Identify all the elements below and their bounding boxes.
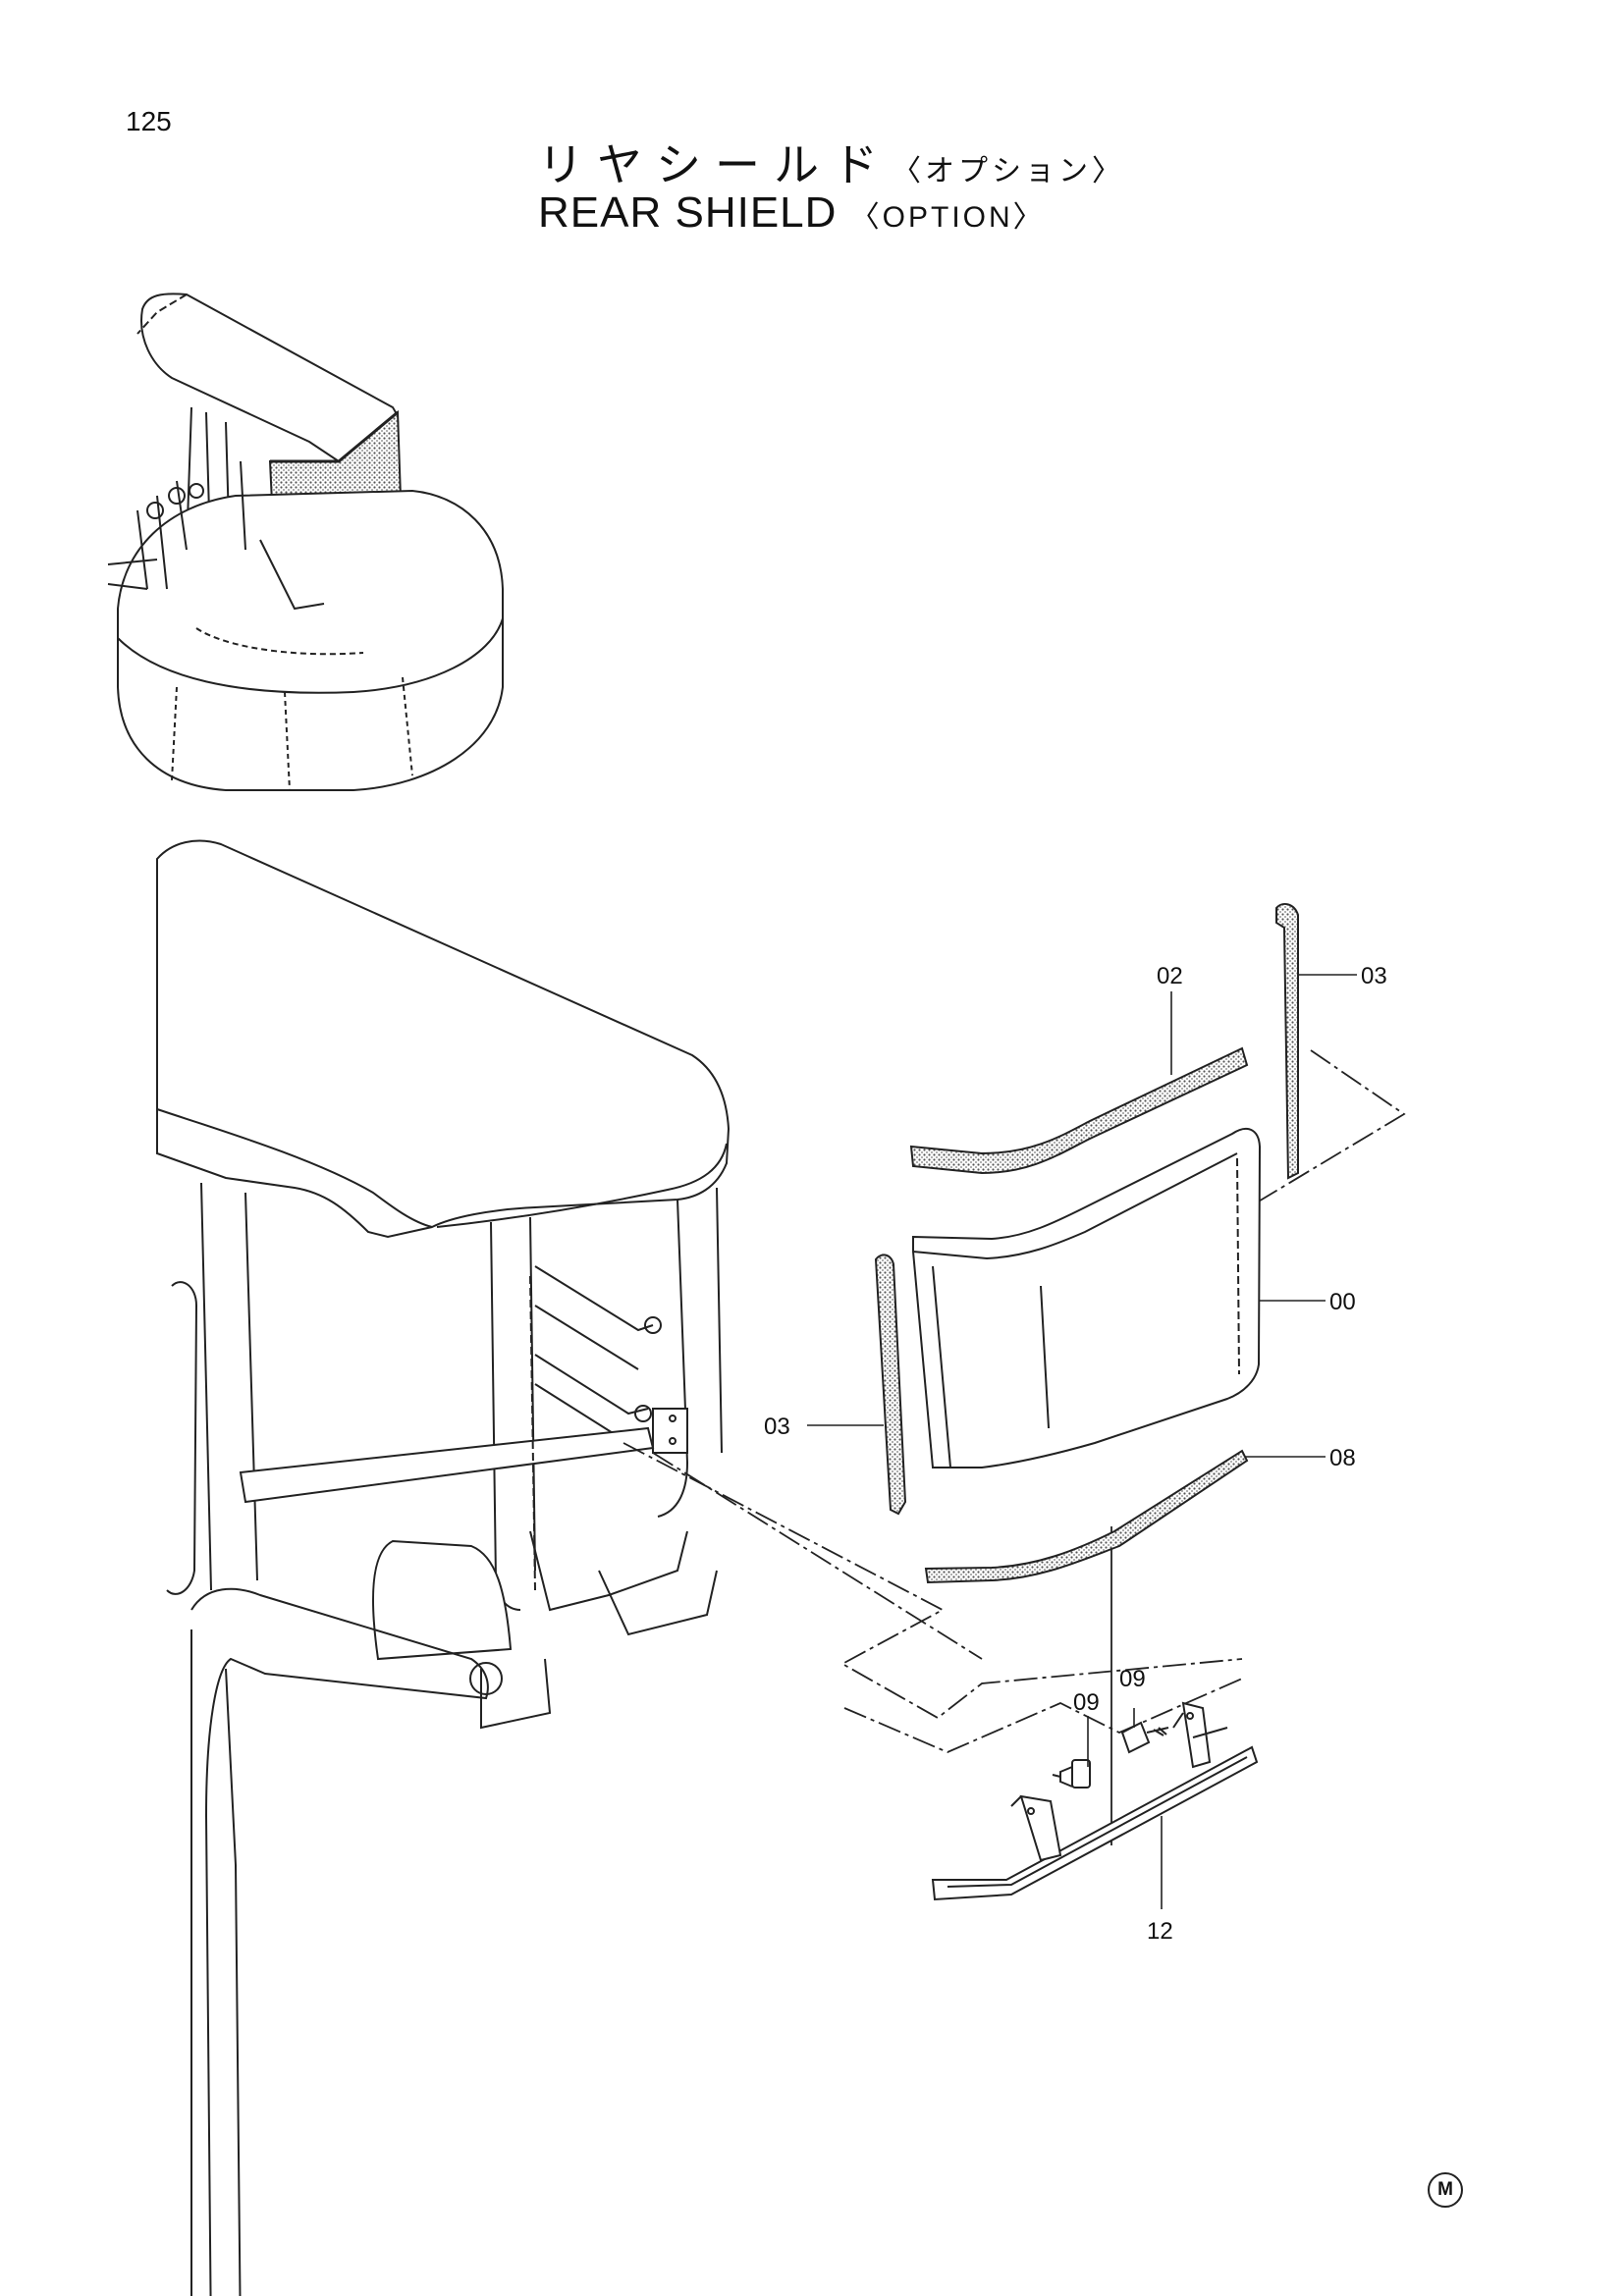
title-english: REAR SHIELD 〈OPTION〉 <box>538 188 1046 238</box>
callout-03-upper: 03 <box>1361 963 1387 989</box>
page-number: 125 <box>126 106 172 136</box>
part-03-lower-seal <box>874 1254 907 1516</box>
part-02-top-seal <box>909 1046 1249 1175</box>
callout-03-lower: 03 <box>764 1414 790 1440</box>
part-03-upper-seal <box>1275 902 1299 1180</box>
title-en-main: REAR SHIELD <box>538 188 838 237</box>
footer-m-mark: M <box>1428 2172 1463 2208</box>
part-12-bottom-rail <box>931 1745 1259 1901</box>
callout-08: 08 <box>1329 1445 1356 1471</box>
rear-shield-parts <box>874 902 1299 1901</box>
callout-00: 00 <box>1329 1289 1356 1315</box>
title-jp-sub: 〈オプション〉 <box>892 154 1125 188</box>
overview-machine-illustration <box>107 293 504 791</box>
part-09-bolt-right <box>1120 1721 1169 1754</box>
part-08-bottom-strip <box>924 1449 1249 1584</box>
part-00-shield-panel <box>912 1127 1262 1468</box>
title-en-sub: 〈OPTION〉 <box>849 201 1046 234</box>
cab-frame-illustration <box>156 839 731 2296</box>
callout-09-right: 09 <box>1119 1666 1146 1692</box>
callout-leaders <box>807 974 1357 1909</box>
title-japanese: リヤシールド〈オプション〉 <box>538 130 1125 194</box>
title-jp-main: リヤシールド <box>538 138 892 191</box>
callout-09-left: 09 <box>1073 1689 1100 1716</box>
assembly-lines <box>623 1049 1406 1845</box>
part-09-bolt-left <box>1052 1759 1091 1789</box>
callout-12: 12 <box>1147 1918 1173 1945</box>
callout-02: 02 <box>1157 963 1183 989</box>
